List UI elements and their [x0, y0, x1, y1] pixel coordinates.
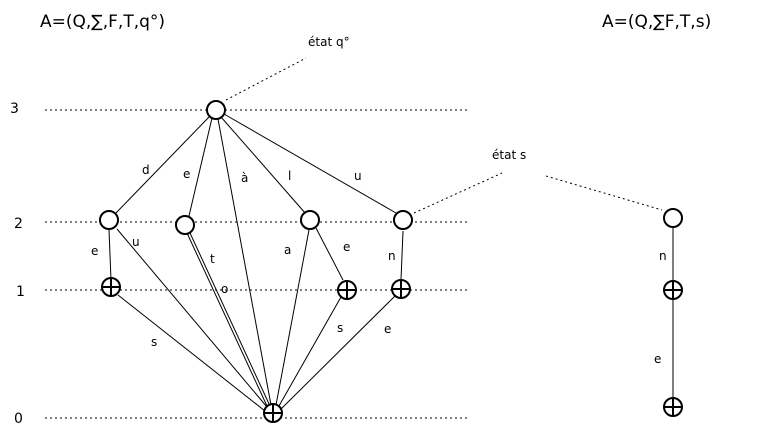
level-label-0: 0 — [14, 411, 23, 427]
edge-f3-to-bottom — [278, 296, 342, 407]
edge-label-d: d — [142, 163, 150, 177]
edge-top-to-n4 — [223, 113, 397, 214]
left-automaton-title: A=(Q,∑,F,T,q°) — [40, 12, 165, 32]
edge-label-l: l — [288, 169, 291, 183]
edge-label-a: a — [284, 243, 291, 257]
level-label-1: 1 — [16, 284, 25, 300]
final-node-level1-1-icon — [101, 277, 121, 297]
edge-top-to-n2 — [188, 117, 213, 217]
annotation-state-q0: état q° — [308, 35, 350, 49]
edge-label-s-right: s — [337, 321, 343, 335]
level-label-2: 2 — [14, 216, 23, 232]
state-node-level2-1-icon — [99, 210, 119, 230]
edge-label-e: e — [183, 167, 190, 181]
pointer-state-q0 — [225, 57, 307, 101]
edge-n3-to-f3 — [315, 227, 344, 281]
state-node-top-icon — [206, 100, 226, 120]
state-node-level2-2-icon — [175, 215, 195, 235]
state-node-right-s-icon — [663, 208, 683, 228]
state-node-level2-3-icon — [300, 210, 320, 230]
edge-label-u-top: u — [354, 169, 362, 183]
edge-n3-to-bottom — [275, 229, 310, 406]
edge-f1-to-bottom — [117, 294, 266, 412]
edge-label-t: t — [210, 252, 215, 266]
edge-label-e-right: e — [384, 322, 391, 336]
level-label-3: 3 — [10, 101, 19, 117]
pointer-state-s-right — [545, 175, 663, 211]
final-node-right-2-icon — [663, 397, 683, 417]
final-node-right-1-icon — [663, 280, 683, 300]
edge-top-to-n3 — [220, 116, 307, 215]
edge-label-s-left: s — [151, 335, 157, 349]
edge-top-to-n1 — [114, 115, 211, 215]
edge-label-o: o — [221, 282, 228, 296]
edge-label-n-right: n — [659, 249, 667, 263]
edge-label-a-grave: à — [241, 171, 248, 185]
edge-n2-to-bottom-b — [189, 232, 271, 407]
final-node-level1-3-icon — [337, 280, 357, 300]
edge-label-e-mid: e — [343, 240, 350, 254]
edge-n2-to-bottom-a — [186, 232, 268, 407]
edge-n1-to-bottom — [116, 228, 268, 408]
right-automaton-title: A=(Q,∑F,T,s) — [602, 12, 711, 32]
edge-top-to-bottom — [217, 118, 272, 406]
edge-label-e-lower: e — [91, 244, 98, 258]
state-node-level2-4-icon — [393, 210, 413, 230]
edge-n1-to-f1 — [108, 229, 112, 281]
final-node-bottom-icon — [263, 403, 283, 423]
edge-label-n: n — [388, 249, 396, 263]
final-node-level1-4-icon — [391, 279, 411, 299]
pointer-state-s-left — [413, 172, 503, 214]
edge-label-u-lower: u — [132, 235, 140, 249]
edge-n4-to-f4 — [400, 230, 404, 281]
edge-label-e-right-chain: e — [654, 352, 661, 366]
edge-f4-to-bottom — [280, 295, 396, 410]
annotation-state-s: état s — [492, 148, 526, 162]
